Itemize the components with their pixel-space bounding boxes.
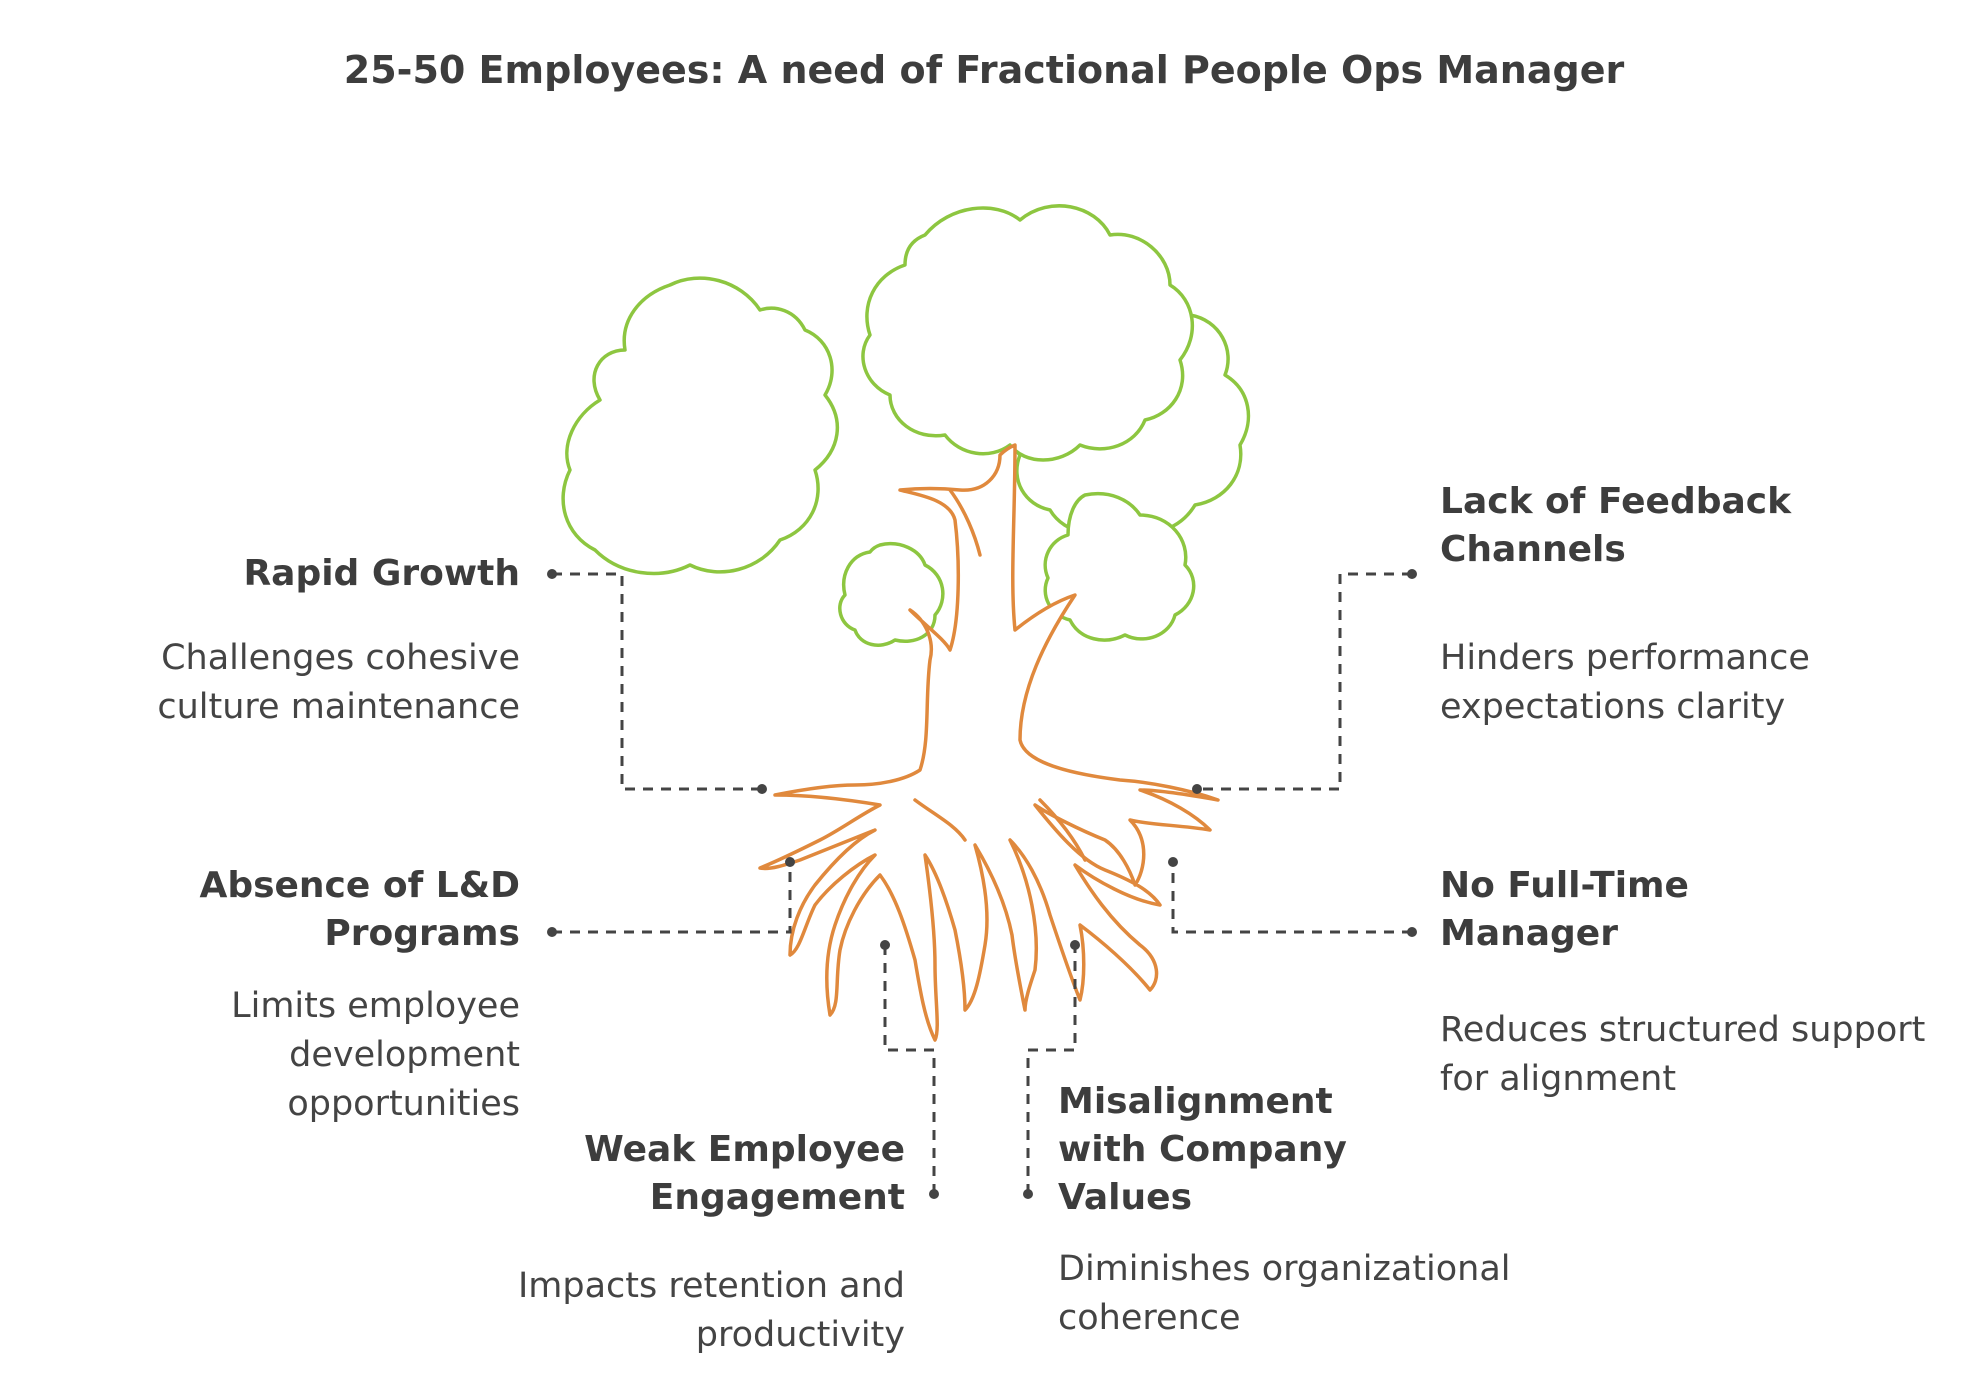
item-desc-rapid-growth: Challenges cohesive culture maintenance	[157, 638, 520, 727]
item-desc-ld-programs: Limits employee development opportunitie…	[231, 986, 520, 1124]
connector-dots	[547, 569, 1417, 1199]
item-desc-manager: Reduces structured support for alignment	[1440, 1010, 1926, 1099]
item-title-rapid-growth: Rapid Growth	[243, 553, 520, 594]
item-title-manager: No Full-Time Manager	[1440, 865, 1689, 954]
item-desc-misalignment: Diminishes organizational coherence	[1058, 1249, 1511, 1338]
foliage	[561, 204, 1251, 647]
item-title-engagement: Weak Employee Engagement	[584, 1129, 905, 1218]
root-detail-3	[1038, 798, 1087, 862]
connector-manager	[1171, 862, 1412, 934]
trunk	[758, 443, 1220, 1042]
item-desc-engagement: Impacts retention and productivity	[517, 1266, 905, 1355]
item-title-misalignment: Misalignment with Company Values	[1058, 1081, 1347, 1218]
connector-rapid-growth	[552, 572, 762, 791]
foliage-cloud-small-right	[1043, 492, 1196, 642]
item-title-ld-programs: Absence of L&D Programs	[199, 865, 520, 954]
connector-ld-programs	[552, 862, 792, 934]
connector-feedback	[1197, 572, 1412, 791]
page-title: 25-50 Employees: A need of Fractional Pe…	[343, 48, 1625, 92]
root-detail-1	[948, 488, 982, 557]
connector-misalignment	[1026, 945, 1077, 1194]
root-detail-2	[913, 798, 967, 842]
foliage-cloud-left	[561, 276, 840, 576]
connectors	[552, 572, 1412, 1194]
foliage-cloud-top	[861, 204, 1195, 462]
trunk-and-roots	[758, 443, 1220, 1042]
foliage-cloud-small-left	[838, 542, 945, 647]
connector-engagement	[883, 945, 936, 1194]
item-title-feedback: Lack of Feedback Channels	[1440, 481, 1792, 570]
item-desc-feedback: Hinders performance expectations clarity	[1440, 638, 1810, 727]
